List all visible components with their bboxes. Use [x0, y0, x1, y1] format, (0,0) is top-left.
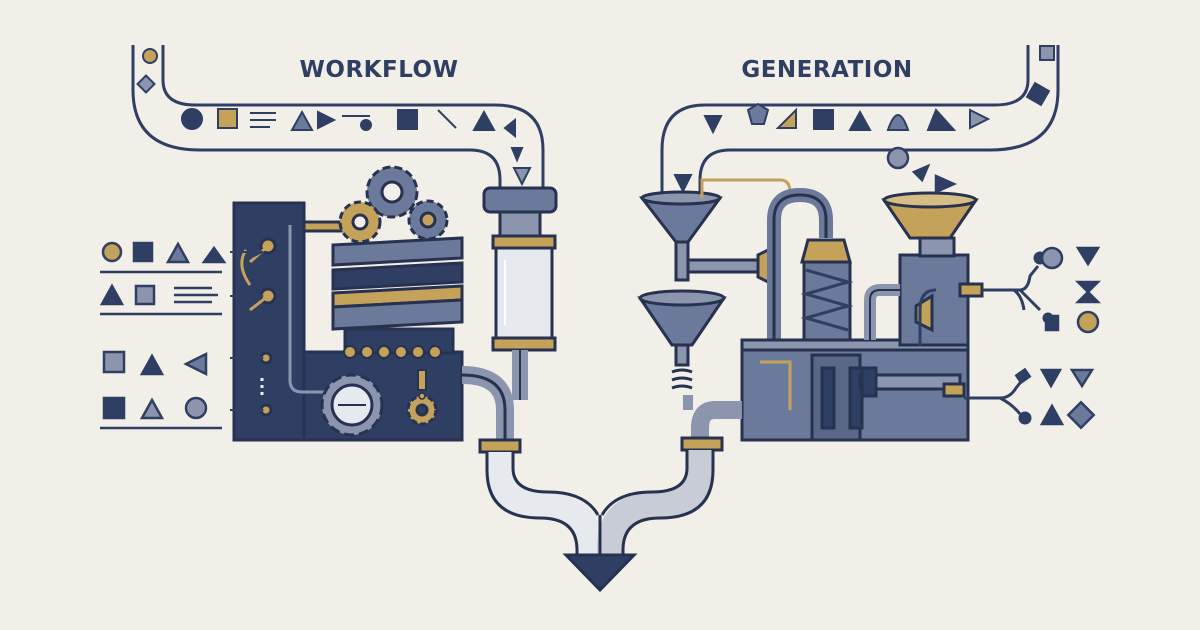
right-output-branches — [964, 251, 1054, 425]
generation-machine — [637, 178, 984, 442]
right-side-shapes — [886, 146, 1102, 430]
left-conveyor-belt — [131, 45, 545, 195]
left-glass-cylinder — [482, 186, 558, 352]
left-input-shapes — [99, 241, 227, 430]
converging-pipes — [485, 450, 715, 555]
generation-label: GENERATION — [741, 57, 912, 83]
right-exit-pipe — [680, 395, 742, 452]
right-conveyor-belt — [660, 45, 1060, 200]
left-input-arrows — [230, 246, 265, 416]
right-belt-shapes — [673, 45, 1055, 194]
output-arrow-icon — [562, 553, 638, 593]
left-exit-pipe — [461, 350, 528, 454]
workflow-machine — [232, 165, 464, 442]
workflow-label: WORKFLOW — [300, 57, 459, 83]
left-belt-shapes — [136, 48, 532, 187]
